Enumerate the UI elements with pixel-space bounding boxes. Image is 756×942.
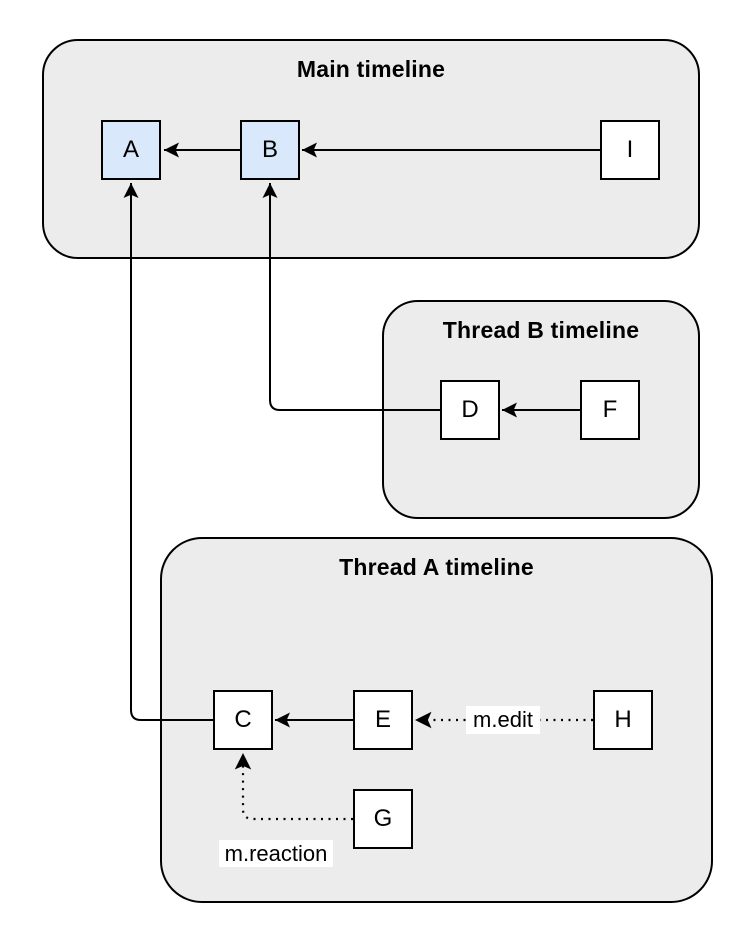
node-f: F	[580, 380, 640, 440]
node-b: B	[240, 120, 300, 180]
node-label: C	[234, 706, 252, 733]
edge-label-m-reaction: m.reaction	[219, 840, 333, 867]
node-label: G	[373, 805, 393, 832]
container-title: Thread B timeline	[442, 317, 640, 343]
node-label: A	[122, 136, 139, 163]
node-a: A	[101, 120, 161, 180]
node-label: I	[626, 136, 634, 163]
node-h: H	[593, 690, 653, 750]
node-label: E	[374, 706, 391, 733]
edge-label-m-edit: m.edit	[466, 706, 540, 734]
container-thread-b-timeline: Thread B timeline	[382, 300, 700, 519]
node-label: D	[461, 396, 479, 423]
node-label: F	[602, 396, 618, 423]
node-label: H	[614, 706, 632, 733]
container-title: Thread A timeline	[339, 554, 534, 580]
node-label: B	[261, 136, 278, 163]
node-i: I	[600, 120, 660, 180]
node-e: E	[353, 690, 413, 750]
node-d: D	[440, 380, 500, 440]
node-c: C	[213, 690, 273, 750]
container-title: Main timeline	[296, 56, 446, 82]
node-g: G	[353, 789, 413, 849]
